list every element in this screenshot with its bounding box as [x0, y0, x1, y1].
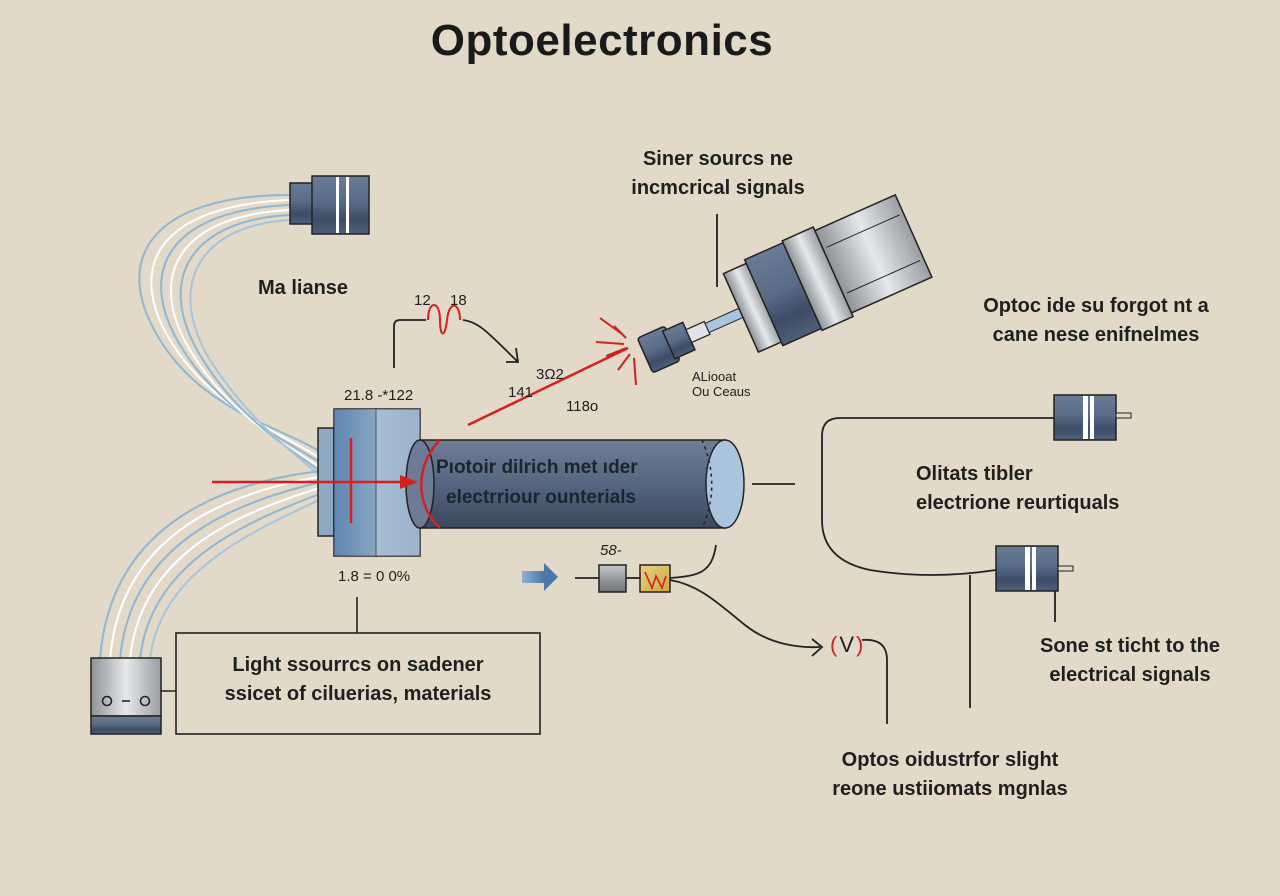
label-line: ssicet of ciluerias, materials: [224, 683, 492, 705]
value-18: 18: [450, 292, 467, 309]
label-ma-lianse: Ma lianse: [258, 277, 349, 299]
laser-beam-horizontal: [212, 475, 418, 489]
right-connector-lower: [995, 545, 1074, 592]
label-optoc-ide: Optoc ide su forgot nt a cane nese enifn…: [960, 292, 1232, 350]
label-line: electrriour ounterials: [446, 487, 637, 508]
laser-source-device: [637, 193, 933, 373]
photodetector-cylinder: [405, 439, 745, 529]
top-fiber-connector: [289, 175, 370, 235]
laser-spark-lines: [595, 317, 637, 386]
diagram-title: Optoelectronics: [430, 16, 774, 65]
label-light-source: Light ssourrcs on sadener ssicet of cilu…: [190, 651, 526, 709]
gray-component: [598, 564, 627, 593]
value-21-8: 21.8 -*122: [344, 387, 414, 404]
label-line: reone ustiiomats mgnlas: [832, 778, 1068, 800]
optical-fiber-bundle: [99, 194, 331, 661]
signal-path-bottom: [575, 544, 888, 724]
label-olitats: Olitats tibler electrione reurtiquals: [916, 460, 1119, 518]
label-line: electrione reurtiquals: [916, 492, 1120, 514]
label-line: Siner sourcs ne: [642, 148, 794, 170]
label-line: ALiooat: [692, 369, 737, 384]
value-141: 141: [508, 384, 534, 401]
value-12: 12: [414, 292, 431, 309]
label-line: Olitats tibler: [916, 463, 1033, 485]
label-line: Sone st ticht to the: [1040, 635, 1220, 657]
label-line: electrical signals: [1049, 664, 1211, 686]
coil-symbol-top: [427, 304, 461, 335]
label-line: Pıotoir dilrich met ıder: [436, 457, 638, 478]
label-line: incmcrical signals: [631, 177, 805, 199]
label-sone-st: Sone st ticht to the electrical signals: [1018, 632, 1242, 690]
value-1-8-percent: 1.8 = 0 0%: [338, 568, 411, 585]
value-118: 118o: [566, 398, 599, 415]
label-line: cane nese enifnelmes: [992, 324, 1200, 346]
label-alioat: ALiooat Ou Ceaus: [692, 369, 751, 399]
label-line: Optos oidustrfor slight: [841, 749, 1059, 771]
label-line: Ou Ceaus: [692, 384, 751, 399]
coil-symbol-text: (V): [830, 632, 865, 657]
label-cylinder: Pıotoir dilrich met ıder electrriour oun…: [436, 453, 638, 513]
paren-left: (: [830, 632, 840, 657]
signal-path-right: [752, 417, 1056, 708]
paren-right: ): [856, 632, 866, 657]
laser-beam-diagonal: [467, 346, 629, 427]
bottom-connector-block: [90, 657, 176, 735]
coil-glyph: V: [839, 632, 857, 657]
blue-input-arrow: [522, 571, 544, 583]
value-58: 58-: [600, 542, 622, 559]
value-302: 3Ω2: [536, 366, 564, 383]
coil-symbol-bottom: (V): [830, 632, 865, 658]
light-source-box: [175, 632, 541, 735]
right-connector-upper: [1053, 394, 1132, 441]
label-line: Light ssourrcs on sadener: [232, 654, 484, 676]
label-siner-sources: Siner sourcs ne incmcrical signals: [612, 145, 824, 203]
signal-path-top: [393, 319, 520, 368]
label-optos-oidustr: Optos oidustrfor slight reone ustiiomats…: [812, 746, 1088, 804]
label-line: Optoc ide su forgot nt a: [983, 295, 1209, 317]
